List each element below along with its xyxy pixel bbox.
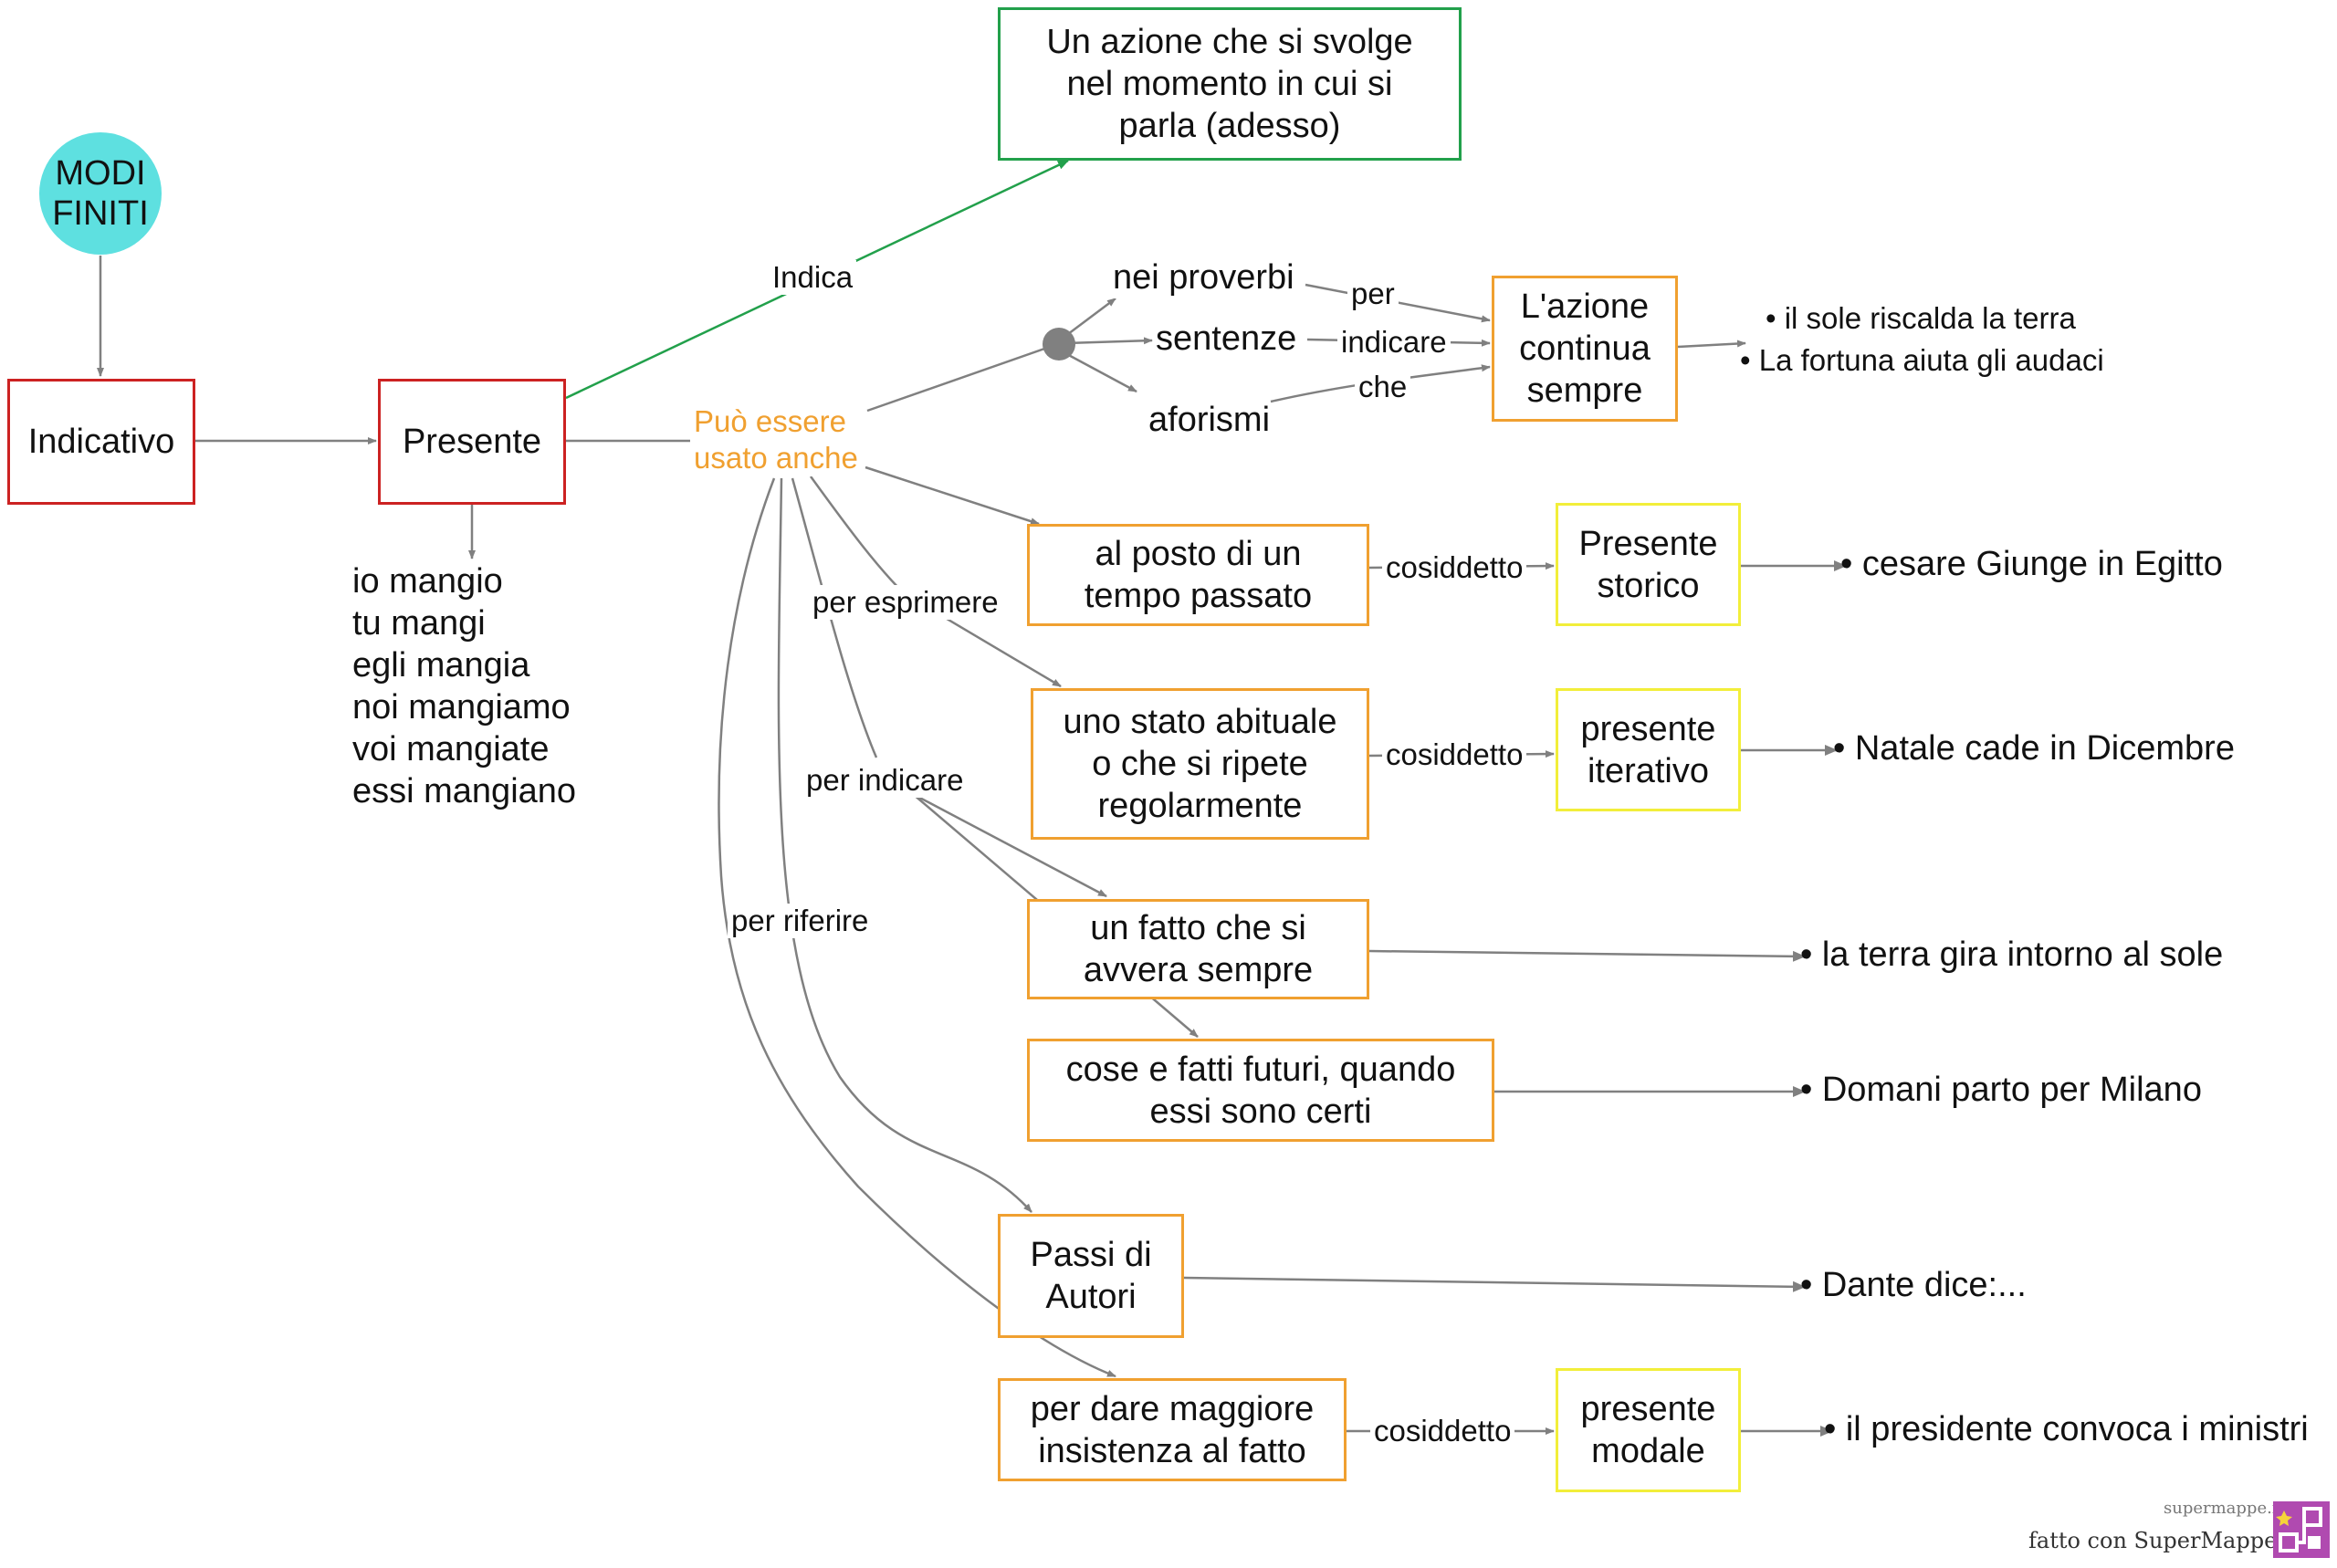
edge-label-indicare: indicare [1337, 325, 1451, 360]
edge-hub-dot [866, 345, 1051, 413]
hub-label[interactable]: Può essere usato anche [690, 403, 862, 476]
footer-made-with: fatto con SuperMappe [2028, 1528, 2278, 1553]
source-sentenze[interactable]: sentenze [1156, 318, 1297, 360]
fatti-futuri-node[interactable]: cose e fatti futuri, quando essi sono ce… [1027, 1039, 1494, 1142]
edge-label-cosiddetto: cosiddetto [1382, 550, 1527, 585]
passi-autori-node[interactable]: Passi di Autori [998, 1214, 1184, 1338]
example-cesare: • cesare Giunge in Egitto [1840, 545, 2223, 583]
edge-label-per-indicare: per indicare [802, 763, 968, 798]
conjugation-list: io mangio tu mangi egli mangia noi mangi… [352, 562, 577, 810]
example-presidente: • il presidente convoca i ministri [1824, 1410, 2309, 1448]
supermappe-logo-icon [2273, 1501, 2330, 1558]
example-fortuna: • La fortuna aiuta gli audaci [1740, 343, 2104, 377]
edge-label-per-esprimere: per esprimere [809, 585, 1002, 620]
example-dante: • Dante dice:... [1800, 1266, 2027, 1304]
junction-dot [1043, 328, 1075, 361]
edge-hub-insistenza [718, 477, 1116, 1378]
edge-hub-autori [777, 477, 1032, 1213]
indicativo-node[interactable]: Indicativo [7, 379, 195, 505]
edge-continua-examples [1677, 340, 1746, 349]
edge-dot-sentenze [1065, 337, 1153, 345]
stato-abituale-node[interactable]: uno stato abituale o che si ripete regol… [1031, 688, 1369, 840]
maggiore-insistenza-node[interactable]: per dare maggiore insistenza al fatto [998, 1378, 1347, 1481]
example-terra: • la terra gira intorno al sole [1800, 936, 2224, 974]
edge-label-per: per [1347, 277, 1399, 311]
edge-label-che: che [1355, 370, 1411, 404]
tempo-passato-node[interactable]: al posto di un tempo passato [1027, 524, 1369, 626]
modi-finiti-node[interactable]: MODI FINITI [39, 132, 162, 255]
edge-hub-stato [809, 476, 1062, 688]
edge-label-cosiddetto: cosiddetto [1382, 737, 1527, 772]
edge-label-per-riferire: per riferire [728, 904, 873, 938]
edge-indicare-fatto [912, 792, 1107, 898]
presente-node[interactable]: Presente [378, 379, 566, 505]
source-proverbi[interactable]: nei proverbi [1113, 256, 1294, 298]
edge-fatto-example [1368, 949, 1806, 962]
edge-dot-aforismi [1063, 350, 1137, 393]
presente-modale-node[interactable]: presente modale [1556, 1368, 1741, 1492]
presente-iterativo-node[interactable]: presente iterativo [1556, 688, 1741, 811]
azione-adesso-node[interactable]: Un azione che si svolge nel momento in c… [998, 7, 1462, 161]
azione-continua-node[interactable]: L'azione continua sempre [1492, 276, 1678, 422]
example-milano: • Domani parto per Milano [1800, 1071, 2202, 1109]
edge-label-cosiddetto: cosiddetto [1370, 1414, 1515, 1448]
edge-hub-tempo [865, 465, 1040, 526]
edge-label-indica: Indica [769, 260, 857, 295]
example-sole: • il sole riscalda la terra [1766, 301, 2076, 335]
edge-autori-example [1183, 1276, 1806, 1292]
source-aforismi[interactable]: aforismi [1148, 399, 1271, 441]
fatto-sempre-node[interactable]: un fatto che si avvera sempre [1027, 899, 1369, 999]
presente-storico-node[interactable]: Presente storico [1556, 503, 1741, 626]
footer-site: supermappe.it [2164, 1499, 2284, 1518]
example-natale: • Natale cade in Dicembre [1833, 729, 2235, 768]
edge-hub-indicare [791, 477, 878, 758]
